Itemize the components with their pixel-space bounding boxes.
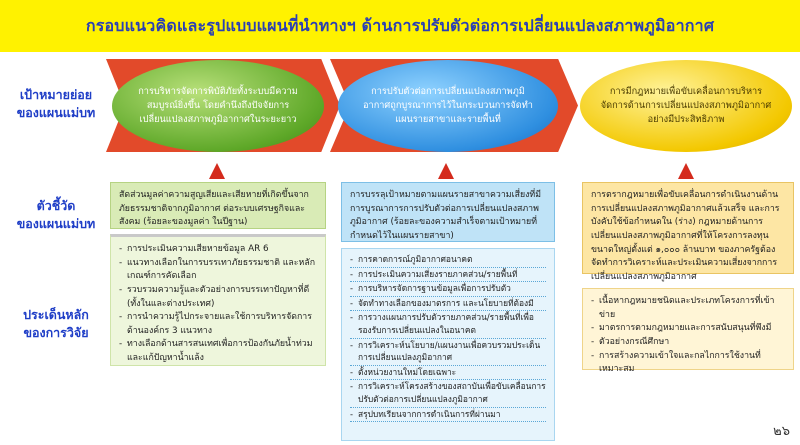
- research-item: ทางเลือกด้านสารสนเทศเพื่อการป้องกันภัยน้…: [119, 338, 317, 365]
- indicator-box-2: การบรรลุเป้าหมายตามแผนรายสาขาความเสี่ยงท…: [341, 182, 555, 242]
- indicator-text-1: สัดส่วนมูลค่าความสูญเสียและเสียหายที่เกิ…: [119, 190, 309, 228]
- goal-text-3: การมีกฎหมายเพื่อขับเคลื่อนการบริหารจัดกา…: [600, 86, 772, 125]
- row-label-research: ประเด็นหลัก ของการวิจัย: [4, 306, 108, 342]
- research-item: ตัวอย่างกรณีศึกษา: [591, 336, 785, 350]
- research-item: การนำความรู้ไปกระจายและใช้การบริหารจัดกา…: [119, 311, 317, 338]
- up-arrow-2: [438, 163, 454, 179]
- research-item: การบริหารจัดการฐานข้อมูลเพื่อการปรับตัว: [350, 282, 546, 297]
- indicator-box-3: การตรากฎหมายเพื่อขับเคลื่อนการดำเนินงานด…: [582, 182, 794, 282]
- title-text: กรอบแนวคิดและรูปแบบแผนที่นำทางฯ ด้านการป…: [85, 15, 715, 35]
- goal-oval-3: การมีกฎหมายเพื่อขับเคลื่อนการบริหารจัดกา…: [580, 60, 792, 152]
- page-number: ๒๖: [773, 424, 790, 439]
- goal-oval-2: การปรับตัวต่อการเปลี่ยนแปลงสภาพภูมิอากาศ…: [338, 60, 558, 152]
- page-title: กรอบแนวคิดและรูปแบบแผนที่นำทางฯ ด้านการป…: [0, 0, 800, 52]
- research-item: ตั้งหน่วยงานใหม่โดยเฉพาะ: [350, 366, 546, 381]
- research-item: การสร้างความเข้าใจและกลไกการใช้งานที่เหม…: [591, 350, 785, 377]
- row-label-goals: เป้าหมายย่อย ของแผนแม่บท: [4, 86, 108, 122]
- goal-oval-1: การบริหารจัดการพิบัติภัยทั้งระบบมีความสม…: [112, 60, 324, 152]
- row-label-indicators-line1: ตัวชี้วัด: [36, 198, 76, 213]
- research-item: การวิเคราะห์นโยบาย/แผนงานเพื่อควบรวมประเ…: [350, 339, 546, 366]
- research-box-2: การคาดการณ์ภูมิอากาศอนาคต การประเมินความ…: [341, 248, 555, 441]
- up-arrow-1: [209, 163, 225, 179]
- research-item: การวิเคราะห์โครงสร้างของสถาบันเพื่อขับเค…: [350, 380, 546, 408]
- row-label-research-line1: ประเด็นหลัก: [23, 307, 89, 322]
- row-label-goals-line2: ของแผนแม่บท: [16, 105, 96, 121]
- research-item: การประเมินความเสี่ยงรายภาคส่วน/รายพื้นที…: [350, 268, 546, 283]
- research-item: แนวทางเลือกในการบรรเทาภัยธรรมชาติ และหลั…: [119, 257, 317, 284]
- research-item: การประเมินความเสียหายข้อมูล AR 6: [119, 243, 317, 257]
- research-item: การคาดการณ์ภูมิอากาศอนาคต: [350, 253, 546, 268]
- research-box-1: การประเมินความเสียหายข้อมูล AR 6 แนวทางเ…: [110, 234, 326, 366]
- research-box-3: เนื้อหากฎหมายชนิดและประเภทโครงการที่เข้า…: [582, 288, 794, 374]
- row-label-research-line2: ของการวิจัย: [23, 325, 89, 341]
- up-arrow-3: [678, 163, 694, 179]
- row-label-indicators: ตัวชี้วัด ของแผนแม่บท: [4, 197, 108, 233]
- goal-text-2: การปรับตัวต่อการเปลี่ยนแปลงสภาพภูมิอากาศ…: [363, 86, 533, 125]
- research-item: การวางแผนการปรับตัวรายภาคส่วน/รายพื้นที่…: [350, 311, 546, 339]
- indicator-box-1: สัดส่วนมูลค่าความสูญเสียและเสียหายที่เกิ…: [110, 182, 326, 229]
- row-label-goals-line1: เป้าหมายย่อย: [19, 87, 93, 102]
- research-item: จัดทำทางเลือกของมาตรการ และนโยบายที่ต้อง…: [350, 297, 546, 312]
- research-item: มาตรการตามกฎหมายและการสนับสนุนที่พึงมี: [591, 322, 785, 336]
- indicator-text-2: การบรรลุเป้าหมายตามแผนรายสาขาความเสี่ยงท…: [350, 190, 541, 241]
- row-label-indicators-line2: ของแผนแม่บท: [16, 216, 96, 232]
- goal-text-1: การบริหารจัดการพิบัติภัยทั้งระบบมีความสม…: [138, 86, 298, 125]
- research-item: รวบรวมความรู้และตัวอย่างการบรรเทาปัญหาที…: [119, 284, 317, 311]
- research-item: เนื้อหากฎหมายชนิดและประเภทโครงการที่เข้า…: [591, 295, 785, 322]
- research-item: สรุปบทเรียนจากการดำเนินการที่ผ่านมา: [350, 408, 546, 423]
- indicator-text-3: การตรากฎหมายเพื่อขับเคลื่อนการดำเนินงานด…: [591, 190, 780, 282]
